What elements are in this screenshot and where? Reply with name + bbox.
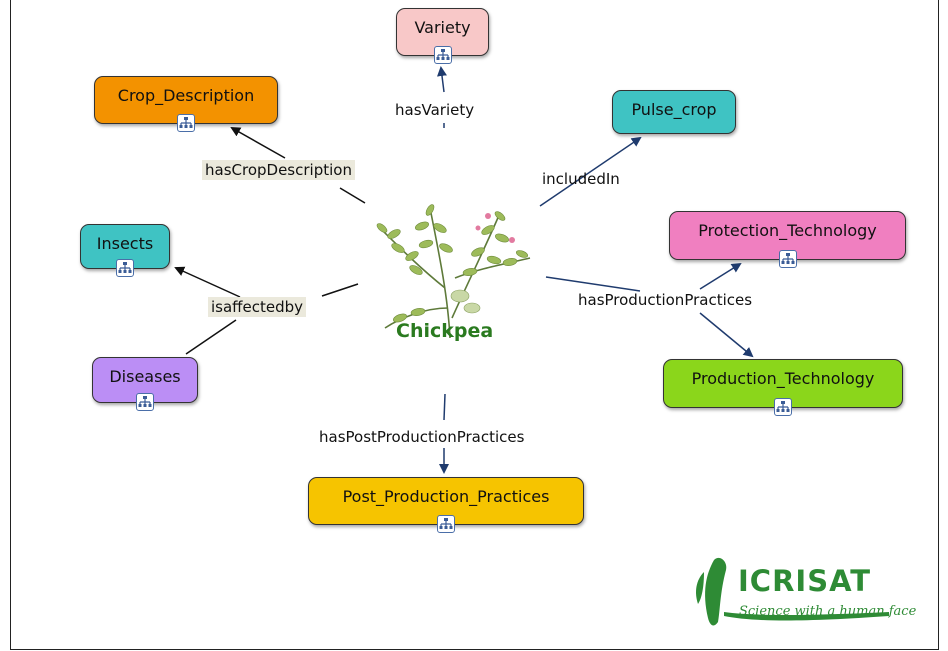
edge-label-has-crop-description[interactable]: hasCropDescription	[202, 160, 355, 180]
node-diseases-label: Diseases	[109, 367, 181, 386]
chickpea-plant-image	[376, 204, 531, 339]
logo-tagline: Science with a human face	[739, 604, 917, 619]
edge-isaffectedby-from-diseases	[185, 319, 237, 355]
node-protection-technology-label: Protection_Technology	[698, 221, 877, 240]
node-production-technology-label: Production_Technology	[691, 369, 875, 388]
edge-isaffectedby-to-insects	[174, 266, 241, 298]
center-concept-chickpea[interactable]: Chickpea	[396, 320, 494, 342]
node-crop-description[interactable]: Crop_Description	[94, 76, 278, 132]
concept-map-icon[interactable]	[116, 259, 134, 277]
node-post-production-practices-label: Post_Production_Practices	[342, 487, 550, 506]
edge-isaffectedby-from-center	[321, 283, 359, 297]
node-insects[interactable]: Insects	[80, 224, 170, 277]
edge-has-production-practices-to-production	[699, 312, 754, 358]
node-pulse-crop[interactable]: Pulse_crop	[612, 90, 736, 134]
edge-label-isaffectedby[interactable]: isaffectedby	[208, 297, 307, 317]
edge-has-crop-description-line	[230, 127, 286, 159]
concept-map-icon[interactable]	[136, 393, 154, 411]
node-variety-label: Variety	[414, 18, 471, 37]
node-variety[interactable]: Variety	[396, 8, 489, 64]
icrisat-logo	[684, 552, 894, 634]
node-diseases[interactable]: Diseases	[92, 357, 198, 411]
canvas-frame	[10, 0, 939, 650]
node-insects-label: Insects	[96, 234, 154, 253]
edge-included-in-line	[539, 136, 642, 207]
node-post-production-practices[interactable]: Post_Production_Practices	[308, 477, 584, 533]
node-pulse-crop-label: Pulse_crop	[631, 100, 717, 119]
node-crop-description-label: Crop_Description	[117, 86, 255, 105]
logo-wordmark: ICRISAT	[738, 564, 872, 598]
node-protection-technology[interactable]: Protection_Technology	[669, 211, 906, 268]
concept-map-icon[interactable]	[433, 46, 452, 64]
concept-map-icon[interactable]	[778, 250, 797, 268]
concept-map-icon[interactable]	[177, 114, 195, 132]
edge-label-has-post-production-practices[interactable]: hasPostProductionPractices	[319, 428, 525, 446]
edge-has-post-production-practices-in	[443, 393, 446, 421]
node-production-technology[interactable]: Production_Technology	[663, 359, 903, 416]
edge-label-has-production-practices[interactable]: hasProductionPractices	[578, 291, 753, 309]
edge-has-variety-line	[437, 66, 447, 93]
concept-map-icon[interactable]	[437, 515, 455, 533]
edge-label-has-variety[interactable]: hasVariety	[395, 101, 475, 119]
concept-map-icon[interactable]	[774, 398, 792, 416]
edge-has-crop-description-tail	[339, 187, 366, 204]
edge-label-included-in[interactable]: includedIn	[542, 170, 620, 188]
edge-has-production-practices-to-protection	[699, 262, 742, 290]
edge-has-production-practices-in	[545, 276, 641, 292]
